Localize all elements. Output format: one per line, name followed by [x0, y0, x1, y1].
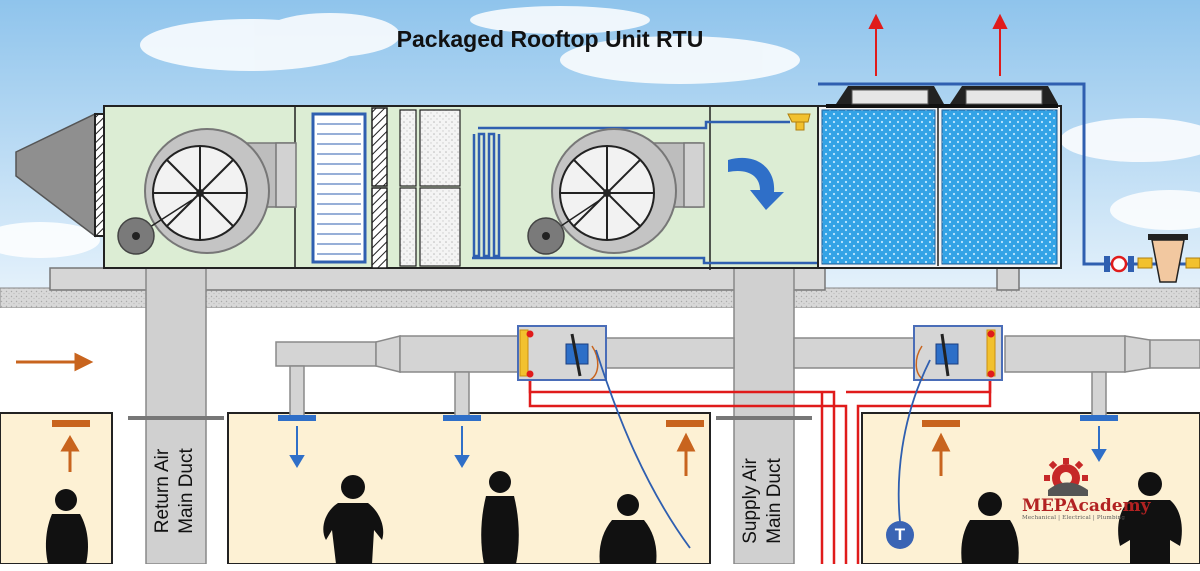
condenser-fans	[826, 86, 1058, 108]
filter-drier	[1137, 234, 1200, 283]
exhaust-damper-lower	[371, 187, 388, 269]
damper-blades	[317, 123, 361, 255]
return-fan	[117, 128, 297, 255]
mixing-damper	[311, 112, 367, 264]
supply-fan	[527, 128, 705, 255]
vav-box-left	[517, 325, 607, 381]
thermostat-icon: T	[886, 521, 914, 549]
supply-air-arrows	[289, 426, 1107, 468]
service-valve	[1104, 255, 1134, 273]
logo-name: MEPAcademy	[1022, 496, 1151, 516]
clouds	[0, 6, 1200, 258]
return-air-main-duct	[128, 267, 224, 564]
supply-branch-duct	[275, 335, 1200, 417]
airflow-turn-arrow	[728, 157, 784, 210]
evaporator-coil	[472, 120, 818, 265]
return-air-label-line1: Return Air	[152, 448, 173, 534]
supply-air-main-duct	[716, 267, 812, 564]
expansion-valve	[787, 113, 811, 131]
air-filters	[399, 109, 461, 267]
return-air-duct-label: Return Air Main Duct	[151, 421, 201, 561]
mepacademy-logo-icon	[1044, 458, 1088, 496]
supply-air-label-line1: Supply Air	[740, 458, 761, 544]
supply-diffusers	[278, 415, 1118, 421]
condenser-section	[817, 105, 1062, 269]
logo-tagline: Mechanical | Electrical | Plumbing	[1022, 515, 1126, 521]
supply-air-duct-label: Supply Air Main Duct	[739, 431, 789, 571]
outside-air-arrow	[16, 352, 94, 372]
thermostat-wire-left	[595, 349, 691, 549]
return-air-label-line2: Main Duct	[176, 448, 197, 534]
return-air-arrows	[60, 432, 951, 476]
diagram-title: Packaged Rooftop Unit RTU	[396, 26, 704, 52]
thermostat-wire-right	[897, 359, 931, 523]
occupant-silhouettes	[45, 471, 1182, 564]
supply-air-label-line2: Main Duct	[764, 458, 785, 544]
mepacademy-logo: MEPAcademy Mechanical | Electrical | Plu…	[1022, 496, 1151, 521]
support-post	[996, 267, 1020, 291]
return-grilles	[52, 420, 960, 427]
condenser-exhaust-arrows	[868, 13, 1008, 76]
vav-box-right	[913, 325, 1003, 381]
exhaust-damper-upper	[371, 107, 388, 187]
